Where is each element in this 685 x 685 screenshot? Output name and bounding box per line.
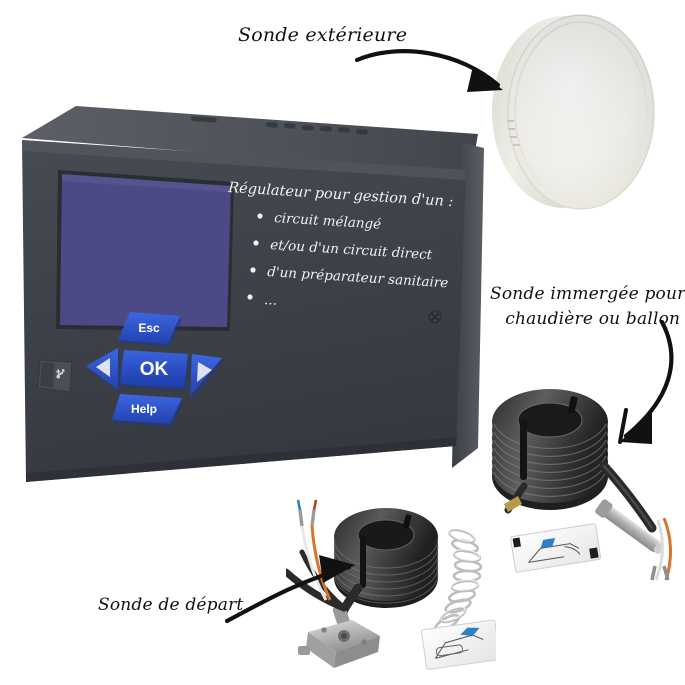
left-key (86, 348, 120, 393)
regulator-device-image: Régulateur pour gestion d'un : circuit m… (22, 106, 484, 482)
outdoor-probe-image (492, 14, 655, 210)
arrow-to-immersion-probe (618, 319, 674, 444)
immersion-probe-label-line2: chaudière ou ballon (505, 309, 681, 329)
arrow-to-flow-probe (225, 555, 355, 624)
immersion-probe-label: Sonde immergée pour chaudière ou ballon (490, 282, 685, 332)
svg-text:...: ... (264, 292, 278, 309)
svg-text:Esc: Esc (138, 321, 160, 335)
ok-key: OK (120, 350, 190, 391)
immersion-probe-image (492, 389, 673, 581)
flow-probe-image (286, 499, 496, 670)
svg-text:circuit mélangé: circuit mélangé (274, 210, 382, 233)
arrow-to-outdoor-probe (355, 49, 503, 92)
svg-text:Help: Help (131, 402, 157, 416)
svg-text:OK: OK (140, 359, 169, 380)
flow-probe-label: Sonde de départ (98, 595, 244, 615)
outdoor-probe-label: Sonde extérieure (238, 24, 408, 46)
immersion-probe-label-line1: Sonde immergée pour (490, 284, 685, 304)
help-key: Help (112, 394, 184, 427)
esc-key: Esc (118, 312, 182, 347)
right-key (190, 354, 224, 399)
usb-port (37, 359, 73, 393)
